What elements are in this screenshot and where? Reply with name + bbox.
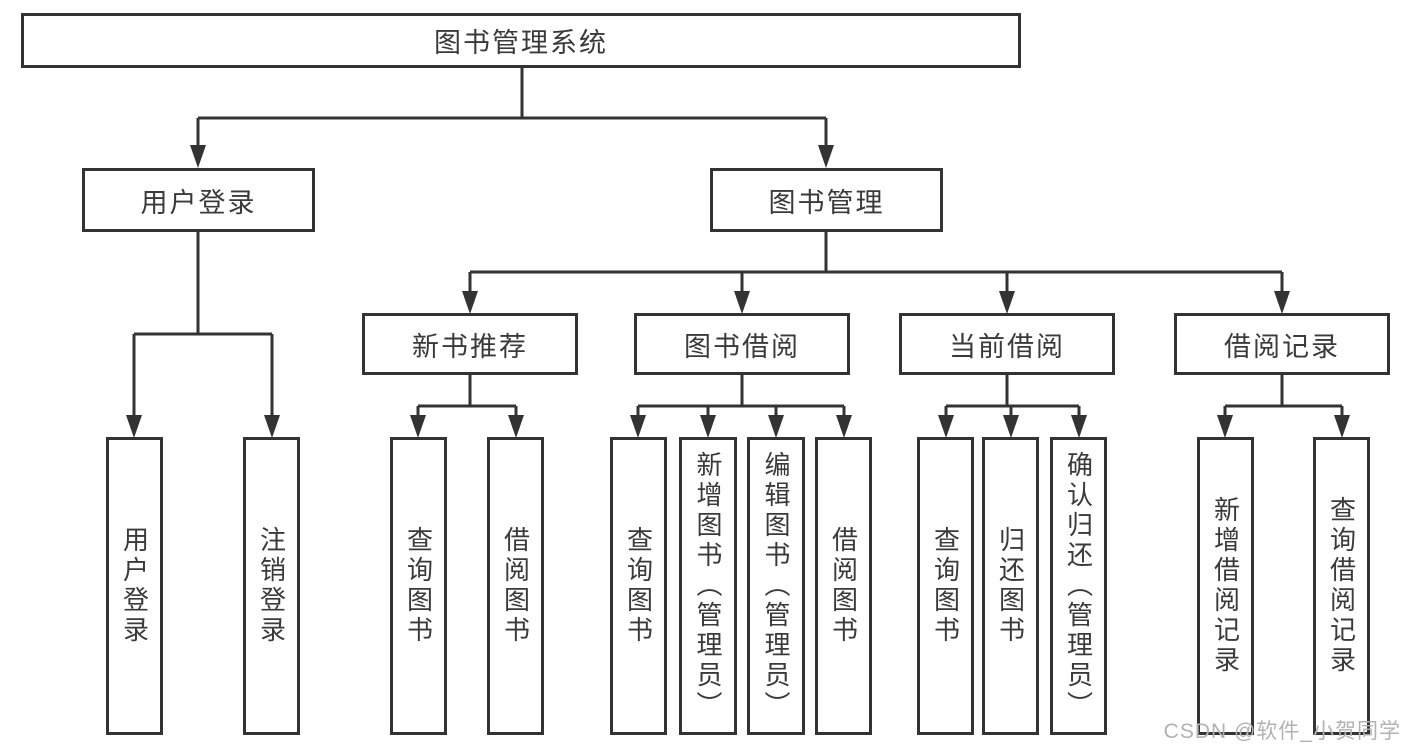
node-book-borrowing-label: 图书借阅 [684,331,800,362]
leaf-query-books-borrowing-label: 查询图书 [623,526,654,646]
leaf-borrow-books-recommend-label: 借阅图书 [500,526,531,646]
leaf-borrow-books-recommend: 借阅图书 [487,437,544,735]
leaf-return-books: 归还图书 [982,437,1039,735]
node-book-management: 图书管理 [710,168,943,232]
node-current-borrowing: 当前借阅 [899,313,1115,375]
leaf-confirm-return-admin: 确认归还（管理员） [1050,437,1107,735]
leaf-add-book-admin-label: 新增图书（管理员） [693,451,723,721]
csdn-watermark: CSDN @软件_小贺同学 [1163,720,1401,743]
node-user-login: 用户登录 [82,168,315,232]
node-user-login-label: 用户登录 [140,187,257,218]
node-current-borrowing-label: 当前借阅 [949,331,1065,362]
leaf-user-login-label: 用户登录 [119,526,150,646]
node-book-management-label: 图书管理 [768,187,885,218]
leaf-add-borrow-record: 新增借阅记录 [1197,437,1254,735]
leaf-confirm-return-admin-label: 确认归还（管理员） [1063,451,1094,721]
leaf-borrow-books-borrowing: 借阅图书 [815,437,872,735]
leaf-query-borrow-record-label: 查询借阅记录 [1326,496,1357,676]
leaf-query-books-recommend: 查询图书 [390,437,447,735]
leaf-query-books-current-label: 查询图书 [930,526,961,646]
leaf-return-books-label: 归还图书 [995,526,1026,646]
leaf-query-books-recommend-label: 查询图书 [403,526,434,646]
leaf-query-books-current: 查询图书 [917,437,974,735]
leaf-query-books-borrowing: 查询图书 [610,437,667,735]
node-book-borrowing: 图书借阅 [634,313,850,375]
node-root: 图书管理系统 [21,13,1021,68]
leaf-edit-book-admin-label: 编辑图书（管理员） [761,451,791,721]
leaf-user-login: 用户登录 [106,437,163,735]
node-borrowing-records: 借阅记录 [1174,313,1390,375]
node-new-book-recommend-label: 新书推荐 [412,331,528,362]
leaf-logout-label: 注销登录 [256,526,287,646]
leaf-query-borrow-record: 查询借阅记录 [1313,437,1370,735]
leaf-add-book-admin: 新增图书（管理员） [679,437,737,735]
leaf-borrow-books-borrowing-label: 借阅图书 [828,526,859,646]
node-borrowing-records-label: 借阅记录 [1224,331,1340,362]
leaf-edit-book-admin: 编辑图书（管理员） [747,437,805,735]
node-root-label: 图书管理系统 [434,28,608,58]
leaf-logout: 注销登录 [243,437,300,735]
node-new-book-recommend: 新书推荐 [362,313,578,375]
leaf-add-borrow-record-label: 新增借阅记录 [1210,496,1241,676]
